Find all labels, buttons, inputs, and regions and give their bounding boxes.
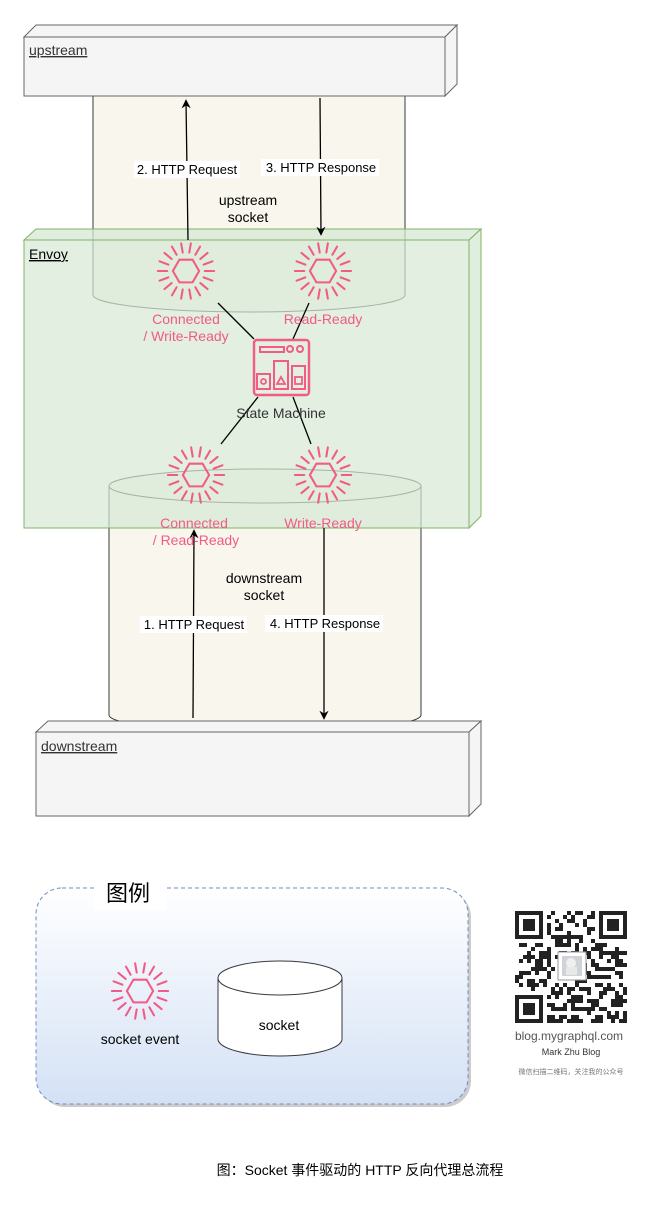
envoy-label: Envoy — [29, 246, 68, 262]
qr-name: Mark Zhu Blog — [542, 1047, 601, 1057]
upstream-socket-label-line1: upstream — [219, 192, 277, 208]
http-request-1-label: 1. HTTP Request — [144, 617, 245, 632]
figure-caption: 图：Socket 事件驱动的 HTTP 反向代理总流程 — [217, 1162, 504, 1178]
state-machine-icon — [252, 338, 311, 397]
up-read-ready-label: Read-Ready — [284, 311, 363, 327]
qr-code — [515, 911, 627, 1023]
legend-panel: 图例 socket event socket — [35, 874, 471, 1107]
upstream-box: upstream — [22, 23, 459, 98]
connector-down-write-ready — [292, 396, 312, 445]
upstream-socket-label-line2: socket — [228, 209, 269, 225]
http-response-4-label: 4. HTTP Response — [270, 616, 380, 631]
connector-down-connected — [220, 396, 259, 445]
upstream-label: upstream — [29, 42, 87, 58]
legend-socket-event-label: socket event — [101, 1031, 180, 1047]
down-connected-label-line1: Connected — [160, 515, 228, 531]
downstream-socket-label-line2: socket — [244, 587, 285, 603]
state-machine-label: State Machine — [236, 405, 326, 421]
downstream-box: downstream — [34, 719, 483, 818]
qr-hint: 微信扫描二维码，关注我的公众号 — [519, 1067, 624, 1076]
legend-title: 图例 — [106, 881, 150, 906]
http-response-3-label: 3. HTTP Response — [266, 160, 376, 175]
qr-url: blog.mygraphql.com — [515, 1029, 623, 1043]
up-connected-label-line1: Connected — [152, 311, 220, 327]
down-connected-label-line2: / Read-Ready — [153, 532, 239, 548]
connector-up-read-ready — [292, 302, 310, 340]
envoy-box: Envoy — [22, 227, 483, 530]
http-request-2-label: 2. HTTP Request — [137, 162, 238, 177]
down-write-ready-label: Write-Ready — [284, 515, 362, 531]
legend-socket-label: socket — [259, 1017, 300, 1033]
legend-socket-cylinder — [217, 960, 343, 1057]
downstream-socket-label-line1: downstream — [226, 570, 302, 586]
up-connected-label-line2: / Write-Ready — [143, 328, 228, 344]
connector-up-connected — [217, 302, 255, 340]
downstream-label: downstream — [41, 738, 117, 754]
